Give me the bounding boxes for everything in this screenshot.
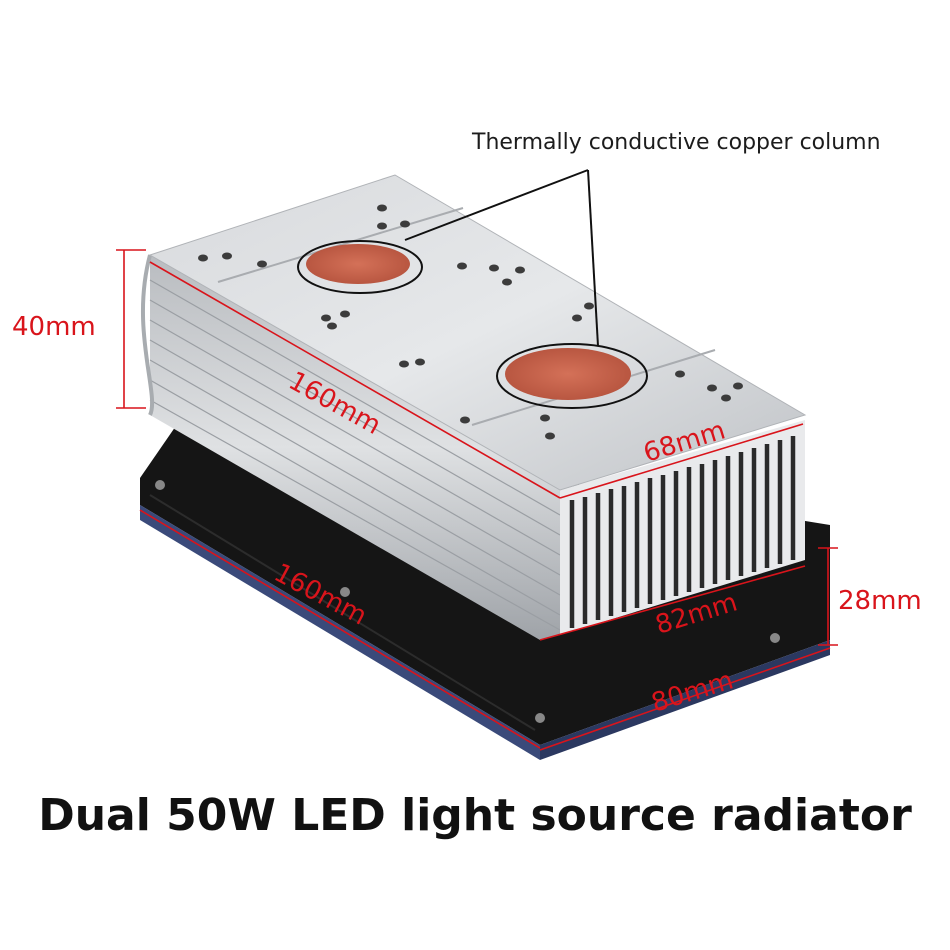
dimension-height-fan: 28mm [838,586,922,616]
dimension-height-40mm: 40mm [12,312,96,342]
copper-column-icon [297,240,648,409]
copper-column-callout: Thermally conductive copper column [472,130,881,155]
product-caption: Dual 50W LED light source radiator [38,790,912,841]
